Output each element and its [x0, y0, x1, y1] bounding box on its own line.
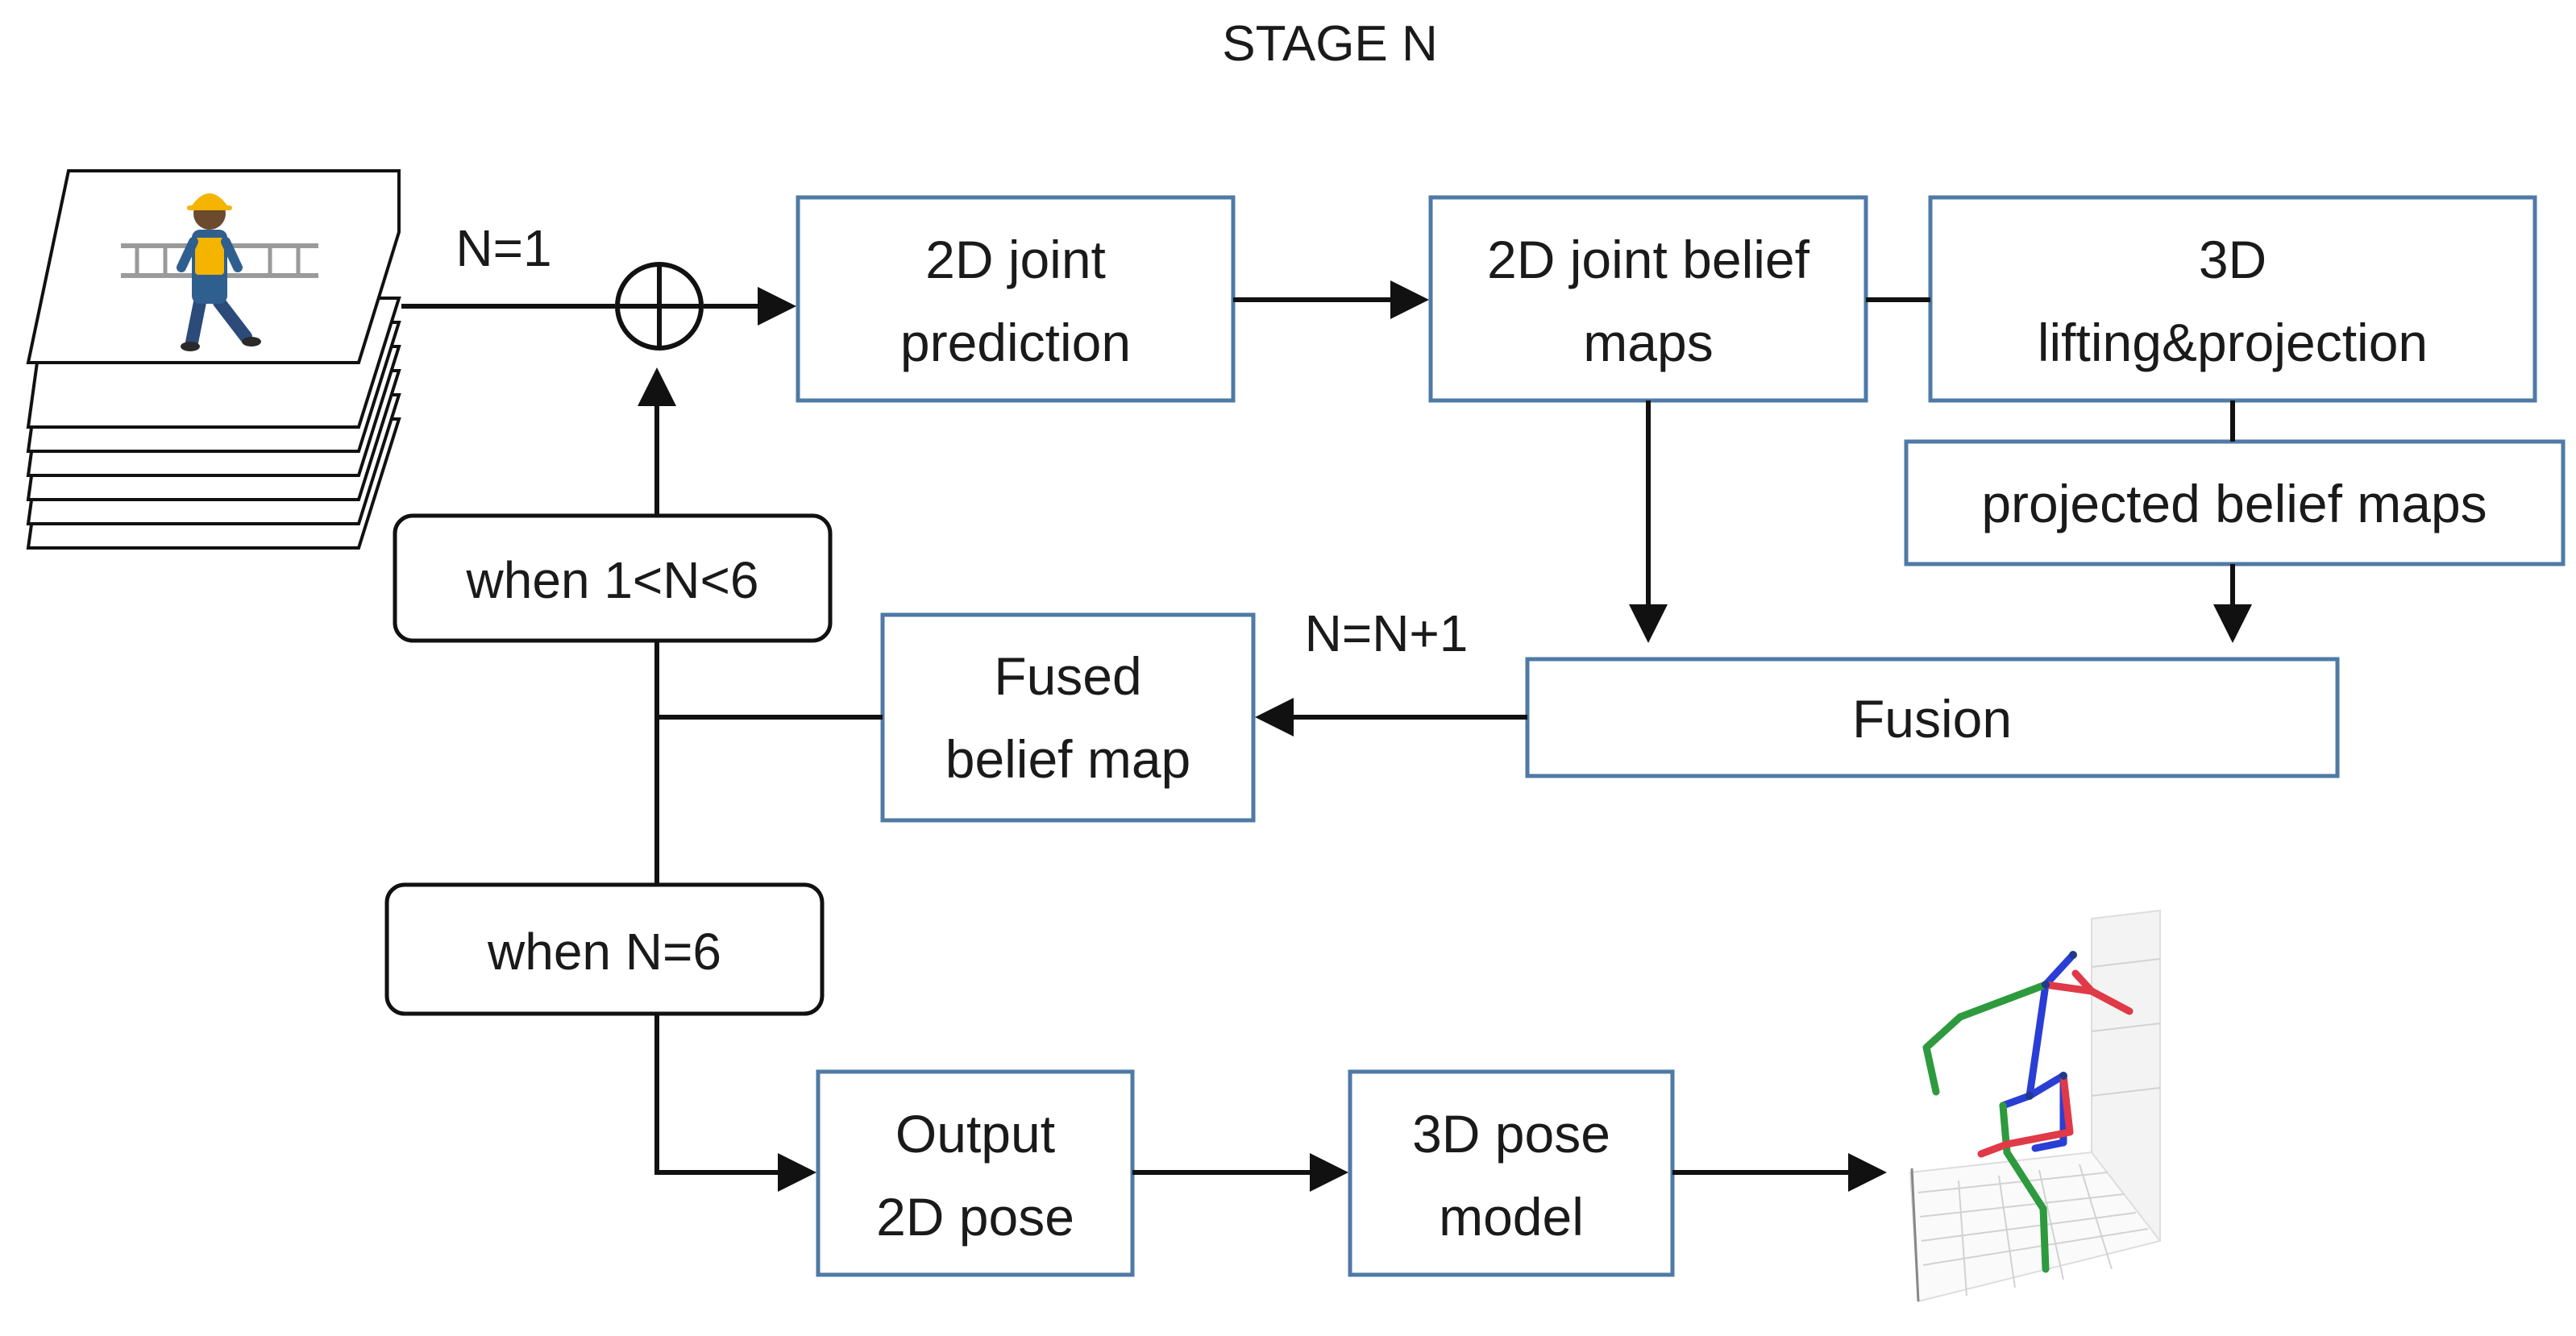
fusion-box: Fusion	[1525, 657, 2340, 778]
input-image-stack	[26, 169, 401, 550]
construction-worker-icon	[121, 193, 318, 351]
pose-model-3d-label-line-2: model	[1439, 1187, 1584, 1247]
3d-skeleton-plot-icon	[1909, 909, 2162, 1303]
pose-model-3d-box: 3D pose model	[1348, 1069, 1675, 1277]
diagram-title: STAGE N	[1222, 16, 1438, 72]
stop-condition-box: when N=6	[384, 882, 825, 1016]
init-edge-label: N=1	[455, 219, 551, 277]
increment-edge-label: N=N+1	[1305, 604, 1469, 662]
output-2d-pose-label-line-1: Output	[895, 1104, 1055, 1164]
loop-condition-box: when 1<N<6	[393, 513, 833, 643]
stop-condition-label: when N=6	[487, 923, 721, 981]
joint-prediction-box: 2D joint prediction	[796, 195, 1236, 403]
connectors	[401, 280, 2252, 1192]
lifting-projection-label-line-1: 3D	[2199, 230, 2266, 289]
joint-prediction-label-line-2: prediction	[900, 313, 1131, 372]
output-2d-pose-box: Output 2D pose	[816, 1069, 1135, 1277]
joint-belief-maps-box: 2D joint belief maps	[1428, 195, 1868, 403]
projected-belief-maps-label: projected belief maps	[1981, 474, 2487, 533]
projected-belief-maps-box: projected belief maps	[1904, 439, 2566, 566]
joint-prediction-label-line-1: 2D joint	[925, 230, 1106, 289]
fused-belief-map-box: Fused belief map	[880, 612, 1256, 823]
joint-belief-maps-label-line-1: 2D joint belief	[1487, 230, 1810, 289]
fused-belief-map-label-line-1: Fused	[994, 646, 1141, 706]
loop-condition-label: when 1<N<6	[466, 551, 759, 609]
output-2d-pose-label-line-2: 2D pose	[876, 1187, 1074, 1247]
sum-operator-icon	[615, 262, 704, 351]
pose-model-3d-label-line-1: 3D pose	[1412, 1104, 1610, 1164]
joint-belief-maps-label-line-2: maps	[1583, 313, 1713, 372]
fusion-label: Fusion	[1852, 689, 2012, 749]
fused-belief-map-label-line-2: belief map	[945, 729, 1191, 789]
lifting-projection-box: 3D lifting&projection	[1928, 195, 2537, 403]
lifting-projection-label-line-2: lifting&projection	[2038, 313, 2428, 372]
